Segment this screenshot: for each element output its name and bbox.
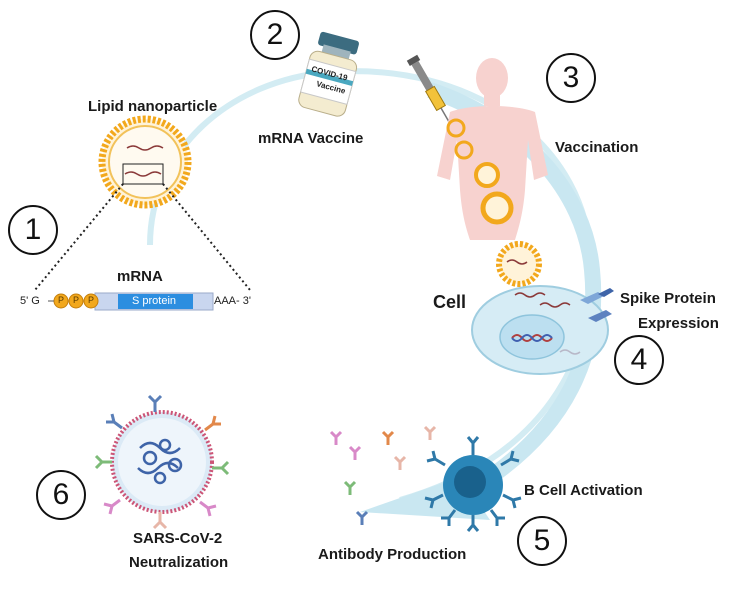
spike-protein-label-line2: Expression xyxy=(638,315,719,332)
mrna-vaccine-label: mRNA Vaccine xyxy=(258,130,364,147)
vaccination-label: Vaccination xyxy=(555,139,639,156)
five-prime-label: 5' G xyxy=(20,295,40,307)
mrna-title: mRNA xyxy=(117,268,163,285)
step-number-4: 4 xyxy=(614,335,664,385)
cap-p1: P xyxy=(58,295,65,305)
human-body xyxy=(437,58,548,287)
step-number-5: 5 xyxy=(517,516,567,566)
lipid-nanoparticle-label: Lipid nanoparticle xyxy=(88,98,218,115)
step-number-6: 6 xyxy=(36,470,86,520)
b-cell-activation-label: B Cell Activation xyxy=(524,482,643,499)
three-prime-label: AAA- 3' xyxy=(214,295,251,307)
cap-p3: P xyxy=(88,295,95,305)
free-antibodies xyxy=(329,425,437,525)
step-number-2: 2 xyxy=(250,10,300,60)
step-number-3: 3 xyxy=(546,53,596,103)
neutralization-label-line2: Neutralization xyxy=(129,554,229,571)
b-cell xyxy=(424,436,522,532)
cell-label: Cell xyxy=(433,292,467,312)
cap-p2: P xyxy=(73,295,80,305)
mrna-strand xyxy=(48,292,214,311)
vaccine-vial xyxy=(298,31,359,117)
syringe xyxy=(406,54,450,123)
spike-protein-label-line1: Spike Protein xyxy=(620,290,716,307)
lipid-nanoparticle xyxy=(98,115,192,209)
antibody-production-label: Antibody Production xyxy=(318,546,467,563)
step-number-1: 1 xyxy=(8,205,58,255)
host-cell xyxy=(471,285,614,375)
neutralization-label-line1: SARS-CoV-2 xyxy=(133,530,223,547)
sars-cov-2-virus xyxy=(94,394,230,530)
s-protein-gene-label: S protein xyxy=(132,295,177,307)
